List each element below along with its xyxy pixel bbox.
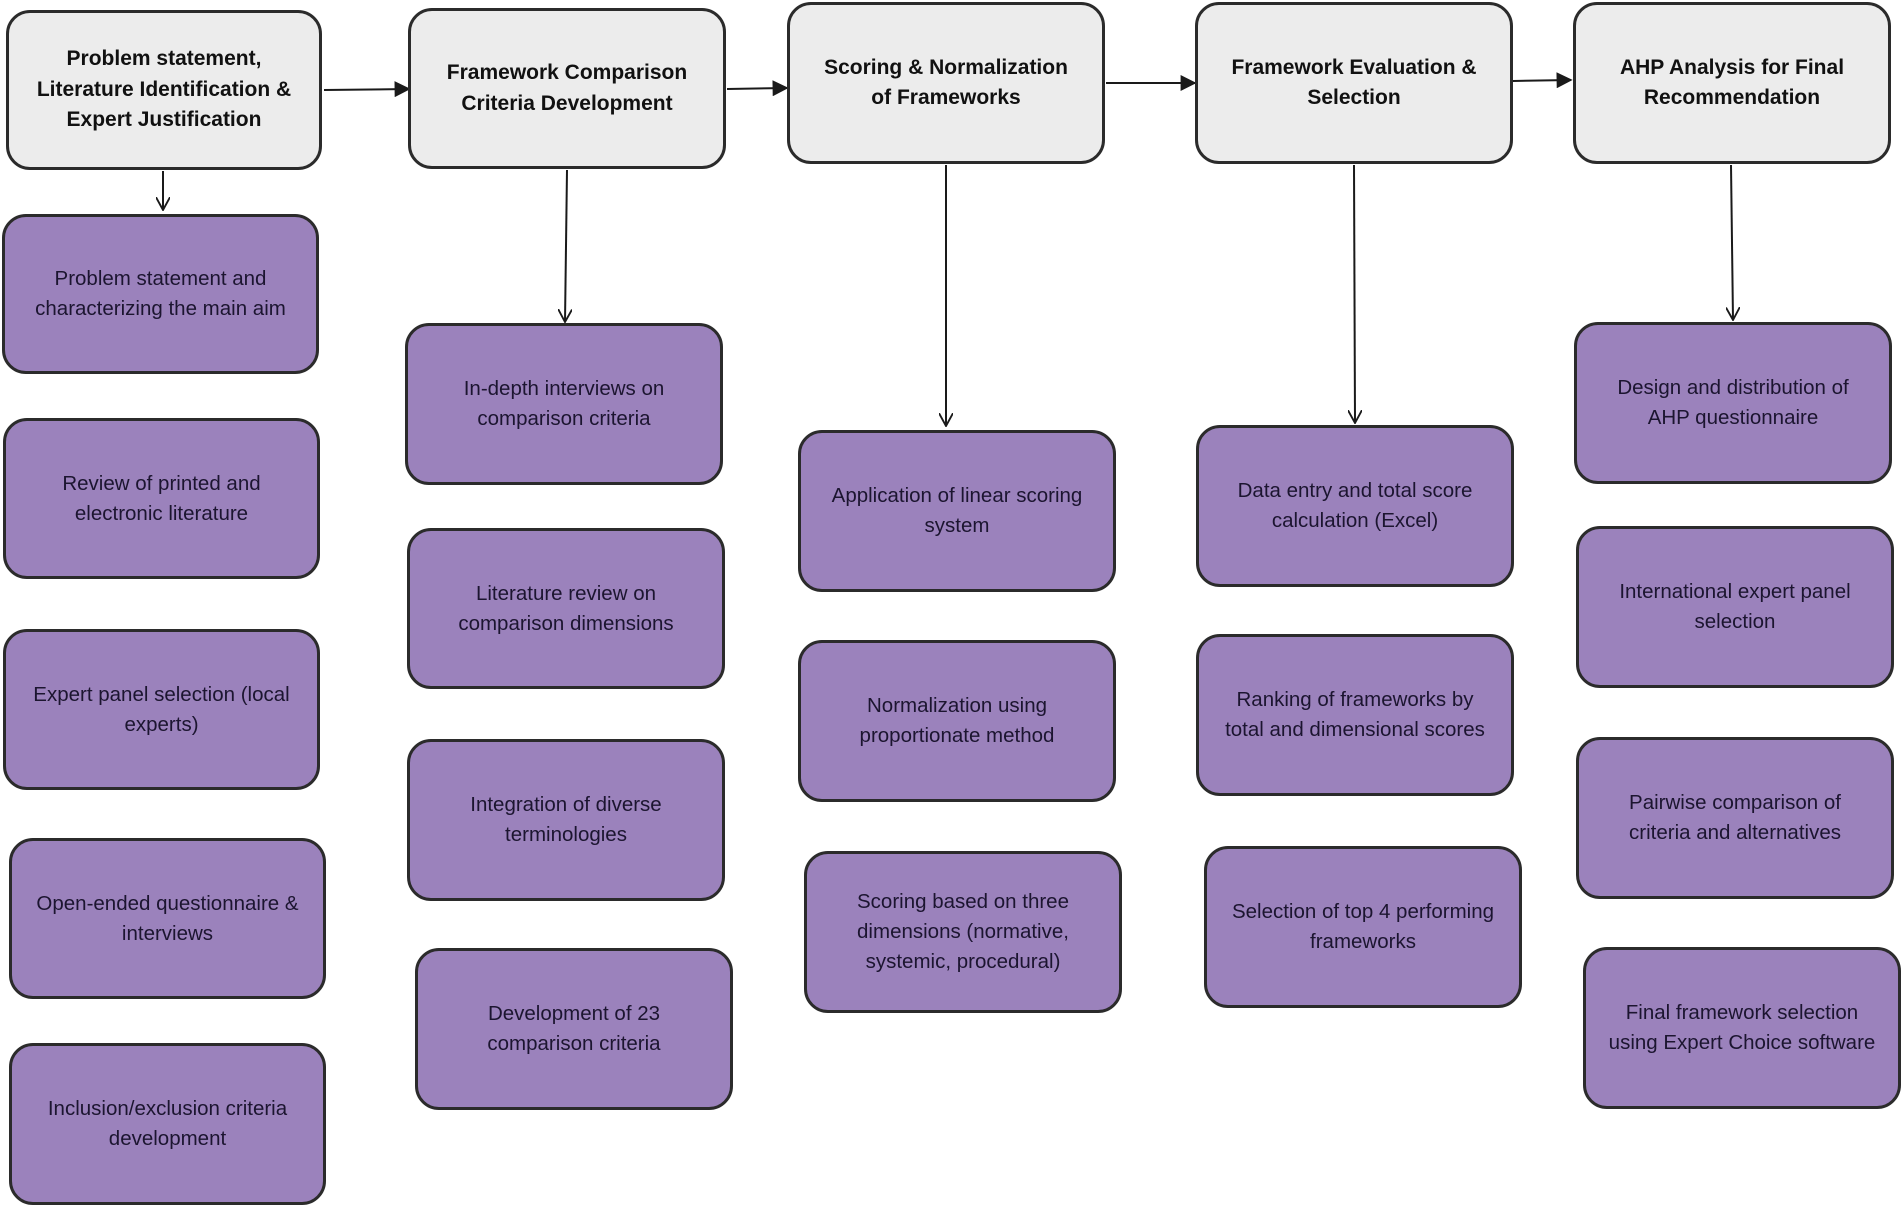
stage-3-step-1: Application of linear scoring system <box>798 430 1116 592</box>
step-label: Application of linear scoring system <box>831 484 1083 537</box>
stage-3-step-2: Normalization using proportionate method <box>798 640 1116 802</box>
step-label: Data entry and total score calculation (… <box>1237 479 1473 532</box>
arrow-stage-4-to-5 <box>1512 72 1573 89</box>
step-label: International expert panel selection <box>1619 580 1851 633</box>
stage-5-step-3: Pairwise comparison of criteria and alte… <box>1576 737 1894 899</box>
stage-4-box: Framework Evaluation & Selection <box>1195 2 1513 164</box>
stage-1-step-2: Review of printed and electronic literat… <box>3 418 320 579</box>
stage-1-title: Problem statement, Literature Identifica… <box>36 47 292 132</box>
step-label: Development of 23 comparison criteria <box>487 1002 661 1055</box>
step-label: Selection of top 4 performing frameworks <box>1231 900 1495 953</box>
stage-4-step-3: Selection of top 4 performing frameworks <box>1204 846 1522 1008</box>
step-label: Design and distribution of AHP questionn… <box>1617 376 1849 429</box>
stage-4-title: Framework Evaluation & Selection <box>1231 55 1477 109</box>
stage-2-step-2: Literature review on comparison dimensio… <box>407 528 725 689</box>
stage-1-box: Problem statement, Literature Identifica… <box>6 10 322 170</box>
arrow-stage-1-to-2 <box>323 81 411 98</box>
stage-3-step-3: Scoring based on three dimensions (norma… <box>804 851 1122 1013</box>
step-label: Normalization using proportionate method <box>859 694 1055 747</box>
step-label: Pairwise comparison of criteria and alte… <box>1629 791 1841 844</box>
stage-3-title: Scoring & Normalization of Frameworks <box>824 55 1068 109</box>
stage-2-step-1: In-depth interviews on comparison criter… <box>405 323 723 485</box>
stage-5-step-2: International expert panel selection <box>1576 526 1894 688</box>
step-label: Scoring based on three dimensions (norma… <box>857 890 1069 973</box>
arrow-stage-4-down <box>1354 164 1355 423</box>
stage-4-step-2: Ranking of frameworks by total and dimen… <box>1196 634 1514 796</box>
stage-3-box: Scoring & Normalization of Frameworks <box>787 2 1105 164</box>
step-label: Expert panel selection (local experts) <box>33 682 290 736</box>
stage-5-title: AHP Analysis for Final Recommendation <box>1619 55 1845 109</box>
step-label: Open-ended questionnaire & interviews <box>36 891 299 945</box>
stage-1-step-4: Open-ended questionnaire & interviews <box>9 838 326 999</box>
step-label: Literature review on comparison dimensio… <box>458 581 674 635</box>
step-label: Ranking of frameworks by total and dimen… <box>1225 688 1485 741</box>
stage-1-step-5: Inclusion/exclusion criteria development <box>9 1043 326 1205</box>
step-label: Review of printed and electronic literat… <box>62 471 261 525</box>
stage-5-step-1: Design and distribution of AHP questionn… <box>1574 322 1892 484</box>
arrow-stage-5-down <box>1731 164 1733 320</box>
stage-5-step-4: Final framework selection using Expert C… <box>1583 947 1901 1109</box>
step-label: Final framework selection using Expert C… <box>1608 1001 1876 1054</box>
stage-1-step-3: Expert panel selection (local experts) <box>3 629 320 790</box>
stage-5-box: AHP Analysis for Final Recommendation <box>1573 2 1891 164</box>
step-label: Inclusion/exclusion criteria development <box>47 1097 288 1150</box>
stage-2-box: Framework Comparison Criteria Developmen… <box>408 8 726 169</box>
stage-1-step-1: Problem statement and characterizing the… <box>2 214 319 374</box>
step-label: In-depth interviews on comparison criter… <box>463 377 665 430</box>
step-label: Problem statement and characterizing the… <box>35 267 286 320</box>
arrow-stage-2-to-3 <box>726 80 789 97</box>
stage-2-title: Framework Comparison Criteria Developmen… <box>446 61 688 115</box>
stage-2-step-3: Integration of diverse terminologies <box>407 739 725 901</box>
stage-4-step-1: Data entry and total score calculation (… <box>1196 425 1514 587</box>
arrow-stage-2-down <box>565 169 567 322</box>
stage-2-step-4: Development of 23 comparison criteria <box>415 948 733 1110</box>
step-label: Integration of diverse terminologies <box>470 793 662 846</box>
